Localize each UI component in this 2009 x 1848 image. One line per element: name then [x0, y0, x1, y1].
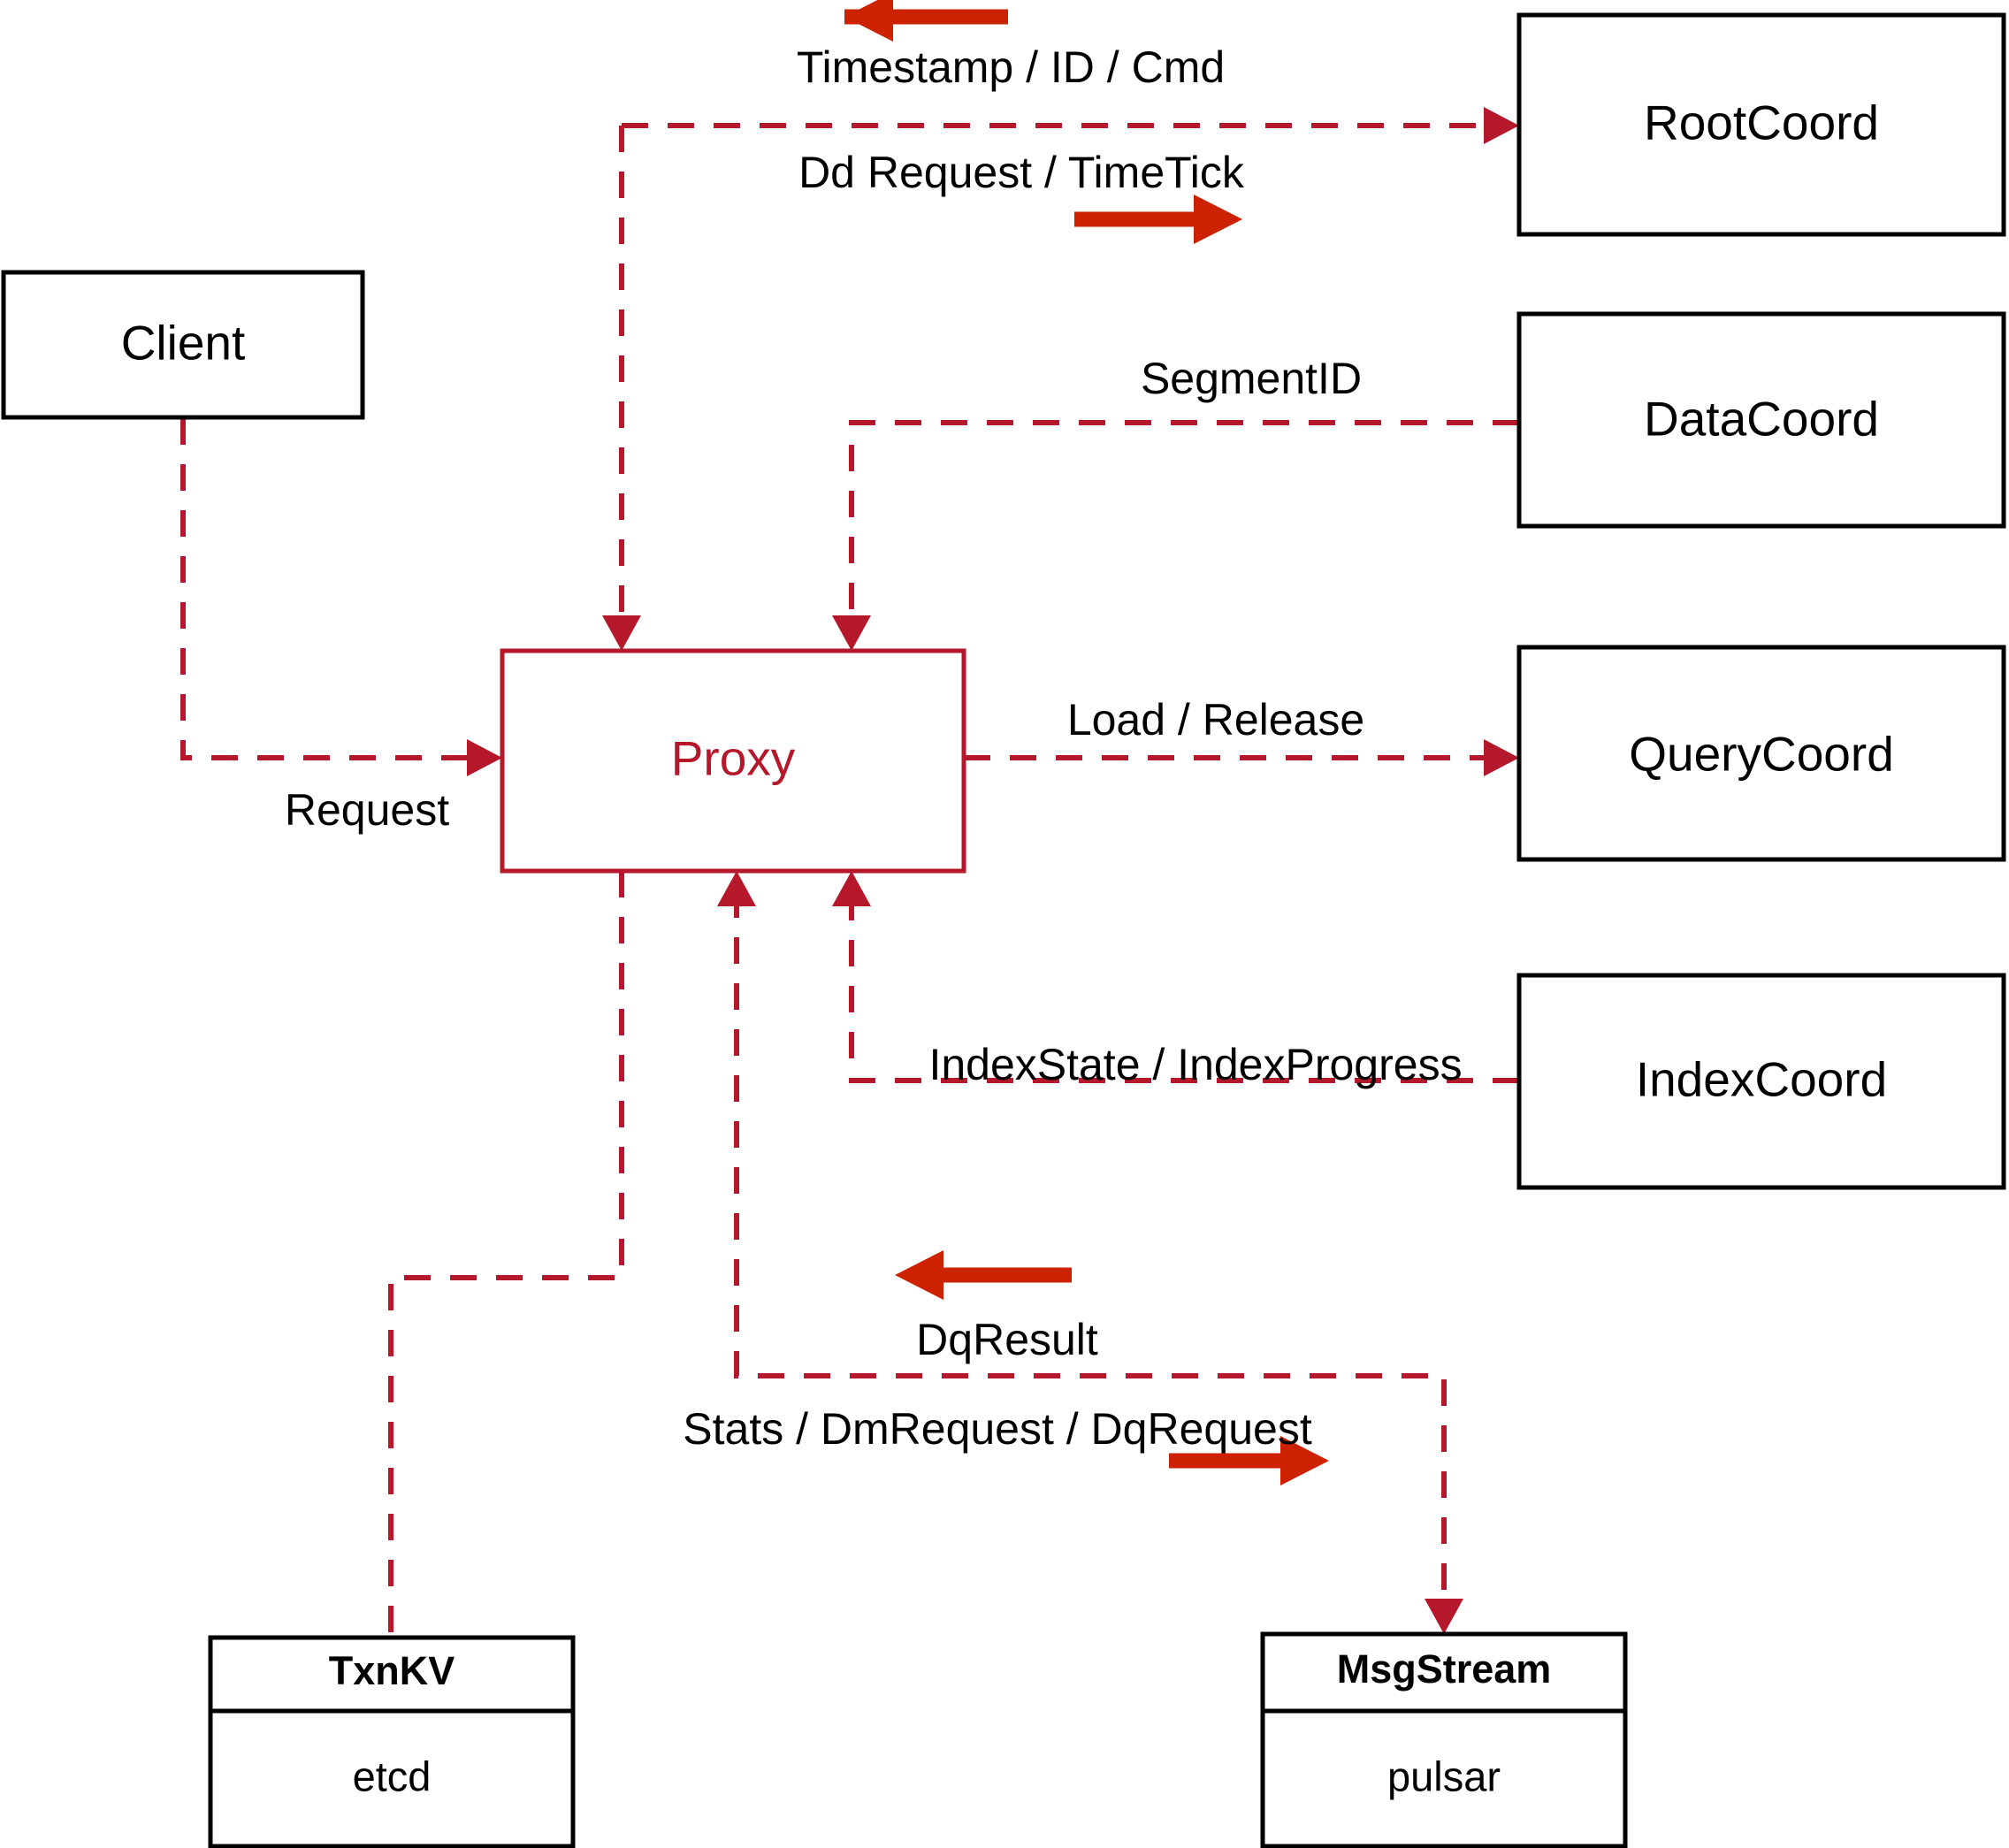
edge-label-timestamp-id-cmd: Timestamp / ID / Cmd [797, 42, 1225, 92]
edge-label-segment-id: SegmentID [1141, 354, 1362, 403]
direction-arrow-ddrequest-right [1074, 195, 1242, 244]
node-msgstream-subtitle: pulsar [1387, 1753, 1501, 1799]
node-indexcoord[interactable]: IndexCoord [1516, 973, 2006, 1190]
node-txnkv[interactable]: TxnKV etcd [208, 1635, 576, 1848]
node-txnkv-subtitle: etcd [353, 1753, 432, 1799]
edge-label-stats-dm-dq-request: Stats / DmRequest / DqRequest [683, 1404, 1312, 1454]
node-querycoord-label: QueryCoord [1629, 727, 1894, 782]
node-msgstream-title: MsgStream [1337, 1646, 1552, 1691]
node-txnkv-title: TxnKV [329, 1648, 455, 1693]
node-querycoord[interactable]: QueryCoord [1516, 645, 2006, 862]
connector-proxy-to-querycoord [964, 739, 1519, 776]
direction-arrow-dqresult-left [895, 1250, 1072, 1300]
connector-client-to-proxy [180, 418, 502, 776]
node-datacoord[interactable]: DataCoord [1516, 311, 2006, 529]
connector-datacoord-to-proxy [832, 420, 1519, 651]
edge-label-dq-result: DqResult [916, 1315, 1098, 1364]
connector-rootcoord-to-proxy [602, 126, 641, 651]
direction-arrow-stats-right [1169, 1436, 1329, 1485]
node-datacoord-label: DataCoord [1644, 392, 1879, 447]
node-msgstream[interactable]: MsgStream pulsar [1260, 1631, 1628, 1848]
connector-indexcoord-to-proxy [832, 871, 1519, 1083]
connector-proxy-to-rootcoord [622, 107, 1519, 144]
node-rootcoord[interactable]: RootCoord [1516, 12, 2006, 237]
edge-label-index-state-progress: IndexState / IndexProgress [928, 1040, 1462, 1089]
node-client-label: Client [121, 316, 246, 370]
edge-label-request: Request [285, 785, 449, 835]
edge-label-load-release: Load / Release [1067, 695, 1364, 745]
direction-arrow-timestamp-left [844, 0, 1008, 42]
edge-label-dd-request-timetick: Dd Request / TimeTick [798, 148, 1245, 197]
connector-proxy-to-txnkv [388, 871, 624, 1638]
connector-msgstream-to-proxy [717, 871, 1463, 1634]
node-proxy-label: Proxy [671, 731, 796, 786]
node-proxy[interactable]: Proxy [500, 648, 966, 874]
node-client[interactable]: Client [1, 270, 365, 420]
node-indexcoord-label: IndexCoord [1636, 1052, 1887, 1107]
node-rootcoord-label: RootCoord [1644, 95, 1879, 150]
